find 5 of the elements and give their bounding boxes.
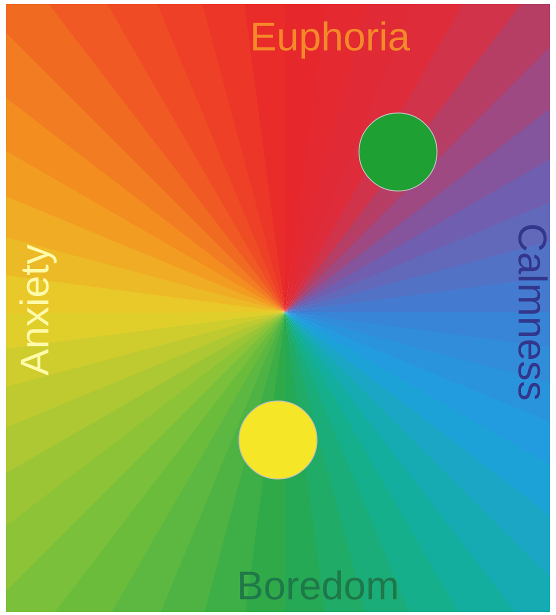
axis-label: Calmness	[518, 225, 548, 400]
ball-marker	[238, 400, 318, 480]
axis-label: Euphoria	[253, 21, 410, 59]
ball-marker	[358, 112, 438, 192]
axis-label: Anxiety	[19, 244, 57, 376]
